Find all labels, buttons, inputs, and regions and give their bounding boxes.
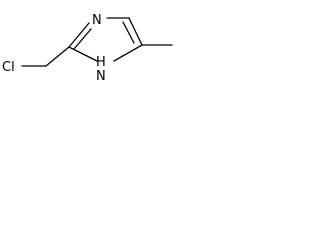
bond-c4-c5-a — [128, 17, 143, 46]
structure-canvas: Cl N H N — [0, 0, 187, 88]
ring-nitrogen-label: N — [92, 13, 102, 28]
bond-c2-n3-b — [73, 28, 92, 50]
bond-c2-n3-a — [68, 22, 90, 48]
molecule-structure: Cl N H N — [2, 13, 173, 84]
ring-n-label: N — [96, 69, 106, 84]
bond-n1-c2 — [68, 46, 98, 62]
ring-nh-label: H — [96, 55, 106, 70]
bond-c5-n1 — [113, 44, 143, 62]
bond-layer — [21, 17, 173, 67]
bond-c4-c5-b — [122, 21, 135, 44]
chlorine-atom-label: Cl — [2, 60, 15, 75]
bond-ch2-c2 — [45, 46, 70, 67]
